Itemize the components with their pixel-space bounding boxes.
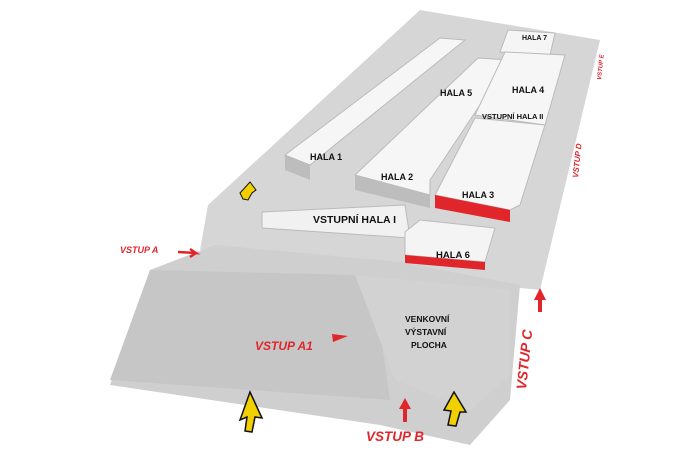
hala1-front	[285, 155, 310, 180]
vstupni-hala1-label: VSTUPNÍ HALA I	[313, 213, 396, 226]
hala6-front	[405, 255, 485, 270]
hala4-label: HALA 4	[512, 85, 544, 95]
hala7-label: HALA 7	[522, 35, 547, 42]
vstup-b-label: VSTUP B	[366, 429, 424, 444]
outdoor-area-label-line2: VÝSTAVNÍ	[405, 326, 447, 337]
vstup-a-label: VSTUP A	[120, 245, 158, 255]
outdoor-area-label-line1: VENKOVNÍ	[405, 314, 450, 324]
hala7-roof	[499, 29, 556, 56]
hala2-label: HALA 2	[381, 172, 413, 182]
hala6-label: HALA 6	[436, 250, 470, 261]
vstup-d-label: VSTUP D	[571, 143, 584, 178]
vstup-c-yellow-arrow-icon	[442, 390, 468, 427]
vstup-b-yellow-arrow-icon	[238, 390, 264, 433]
hala1-label: HALA 1	[310, 152, 342, 162]
hala5-label: HALA 5	[440, 88, 472, 98]
vstup-e-label: VSTUP E	[597, 53, 606, 80]
outdoor-exhibition-area	[355, 275, 510, 410]
outdoor-area-label-line3: PLOCHA	[411, 340, 447, 350]
vstup-a-arrow-icon	[177, 247, 201, 259]
parking-lot	[110, 270, 390, 400]
hala3-front	[435, 195, 510, 222]
hala6-roof	[404, 219, 496, 263]
vstup-a1-arrow-icon	[332, 334, 348, 342]
hala2-front	[355, 175, 430, 208]
hala3-label: HALA 3	[462, 190, 494, 200]
vstup-b-arrow-icon	[399, 398, 411, 422]
vstup-c-arrow-icon	[534, 288, 546, 312]
vstup-c-label: VSTUP C	[513, 328, 535, 390]
hala4-roof	[474, 51, 566, 126]
vstupni-hala2-label: VSTUPNÍ HALA II	[482, 112, 543, 121]
vstup-a-yellow-arrow-icon	[239, 181, 257, 201]
vstup-a1-label: VSTUP A1	[255, 339, 313, 353]
